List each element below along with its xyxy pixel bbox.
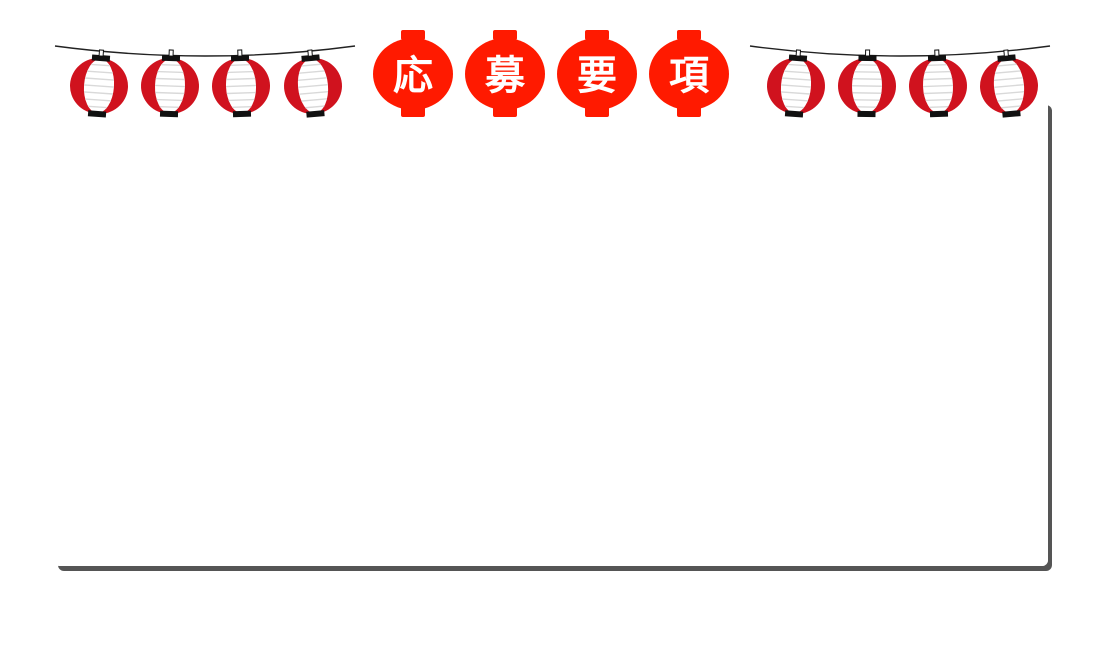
lantern-stripe [298,70,325,74]
title-lantern-top [677,30,701,40]
left-string [54,45,356,57]
title-lantern-top [401,30,425,40]
lantern-stripe [851,85,883,87]
lantern-stripe [226,91,256,95]
lantern-hook [1003,49,1009,57]
lantern-top-cap [997,54,1016,62]
lantern-stripe [927,63,947,67]
lantern-top-cap [161,54,181,62]
content-panel [54,100,1048,566]
lantern-stripe [993,83,1025,89]
lantern-stripe [84,91,114,95]
lantern-stripe [155,91,185,95]
lantern-stripe [788,63,807,67]
lantern-stripe [923,91,953,95]
lantern-stripe [83,84,115,88]
lantern-top-cap [927,54,947,62]
lantern-stripe [87,70,113,74]
lantern-stripe [780,84,812,88]
lantern-hook [934,49,940,57]
lantern-stripe [994,70,1021,74]
lantern-top-cap [230,54,250,62]
lantern-top-cap [301,54,320,62]
lantern-stripe [154,84,186,88]
lantern-stripe [924,70,951,74]
lantern-top-cap [858,54,877,62]
lantern-stripe [852,92,882,94]
lantern-top-cap [788,54,808,62]
lantern-stripe [161,63,181,67]
lantern-stripe [91,63,110,67]
lantern-stripe [781,91,811,95]
lantern-stripe [997,63,1017,67]
content-panel-body [54,100,1048,566]
title-character: 応 [393,53,433,99]
lantern-hook [795,49,802,57]
lantern-stripe [225,84,257,88]
lantern-hook [237,49,243,57]
lantern-stripe [297,83,329,89]
lantern-stripe [226,77,256,81]
lantern-hook [98,49,105,57]
title-lantern-top [493,30,517,40]
title-lantern-top [585,30,609,40]
lantern-stripe [84,77,114,81]
lantern-stripe [230,63,250,67]
lantern-hook [865,49,871,57]
lantern-stripe [155,77,185,81]
lantern-stripe [301,63,321,67]
lantern-stripe [299,91,329,95]
title-character: 項 [669,53,710,99]
lantern-hook [168,49,174,57]
lantern-stripe [297,77,327,81]
title-character: 要 [577,53,617,99]
lantern-stripe [784,70,810,74]
lantern-stripe [852,78,882,80]
lantern-stripe [923,77,953,81]
lantern-hook [307,49,313,57]
lantern-stripe [995,91,1025,95]
lantern-stripe [227,70,254,74]
lantern-stripe [922,84,954,88]
lantern-stripe [781,77,811,81]
right-string [749,45,1051,57]
title-character: 募 [484,53,526,99]
lantern-stripe [993,77,1023,81]
lantern-top-cap [91,54,111,62]
lantern-stripe [157,70,184,74]
